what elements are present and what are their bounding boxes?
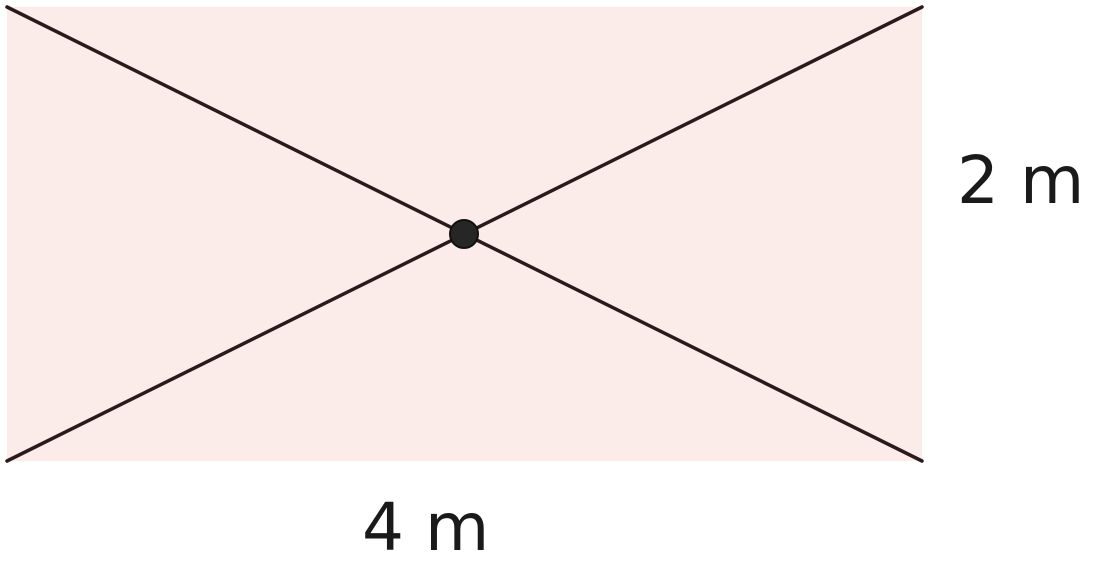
width-dimension-label: 4 m [362, 489, 490, 566]
center-point [449, 219, 479, 249]
height-dimension-label: 2 m [957, 142, 1085, 219]
